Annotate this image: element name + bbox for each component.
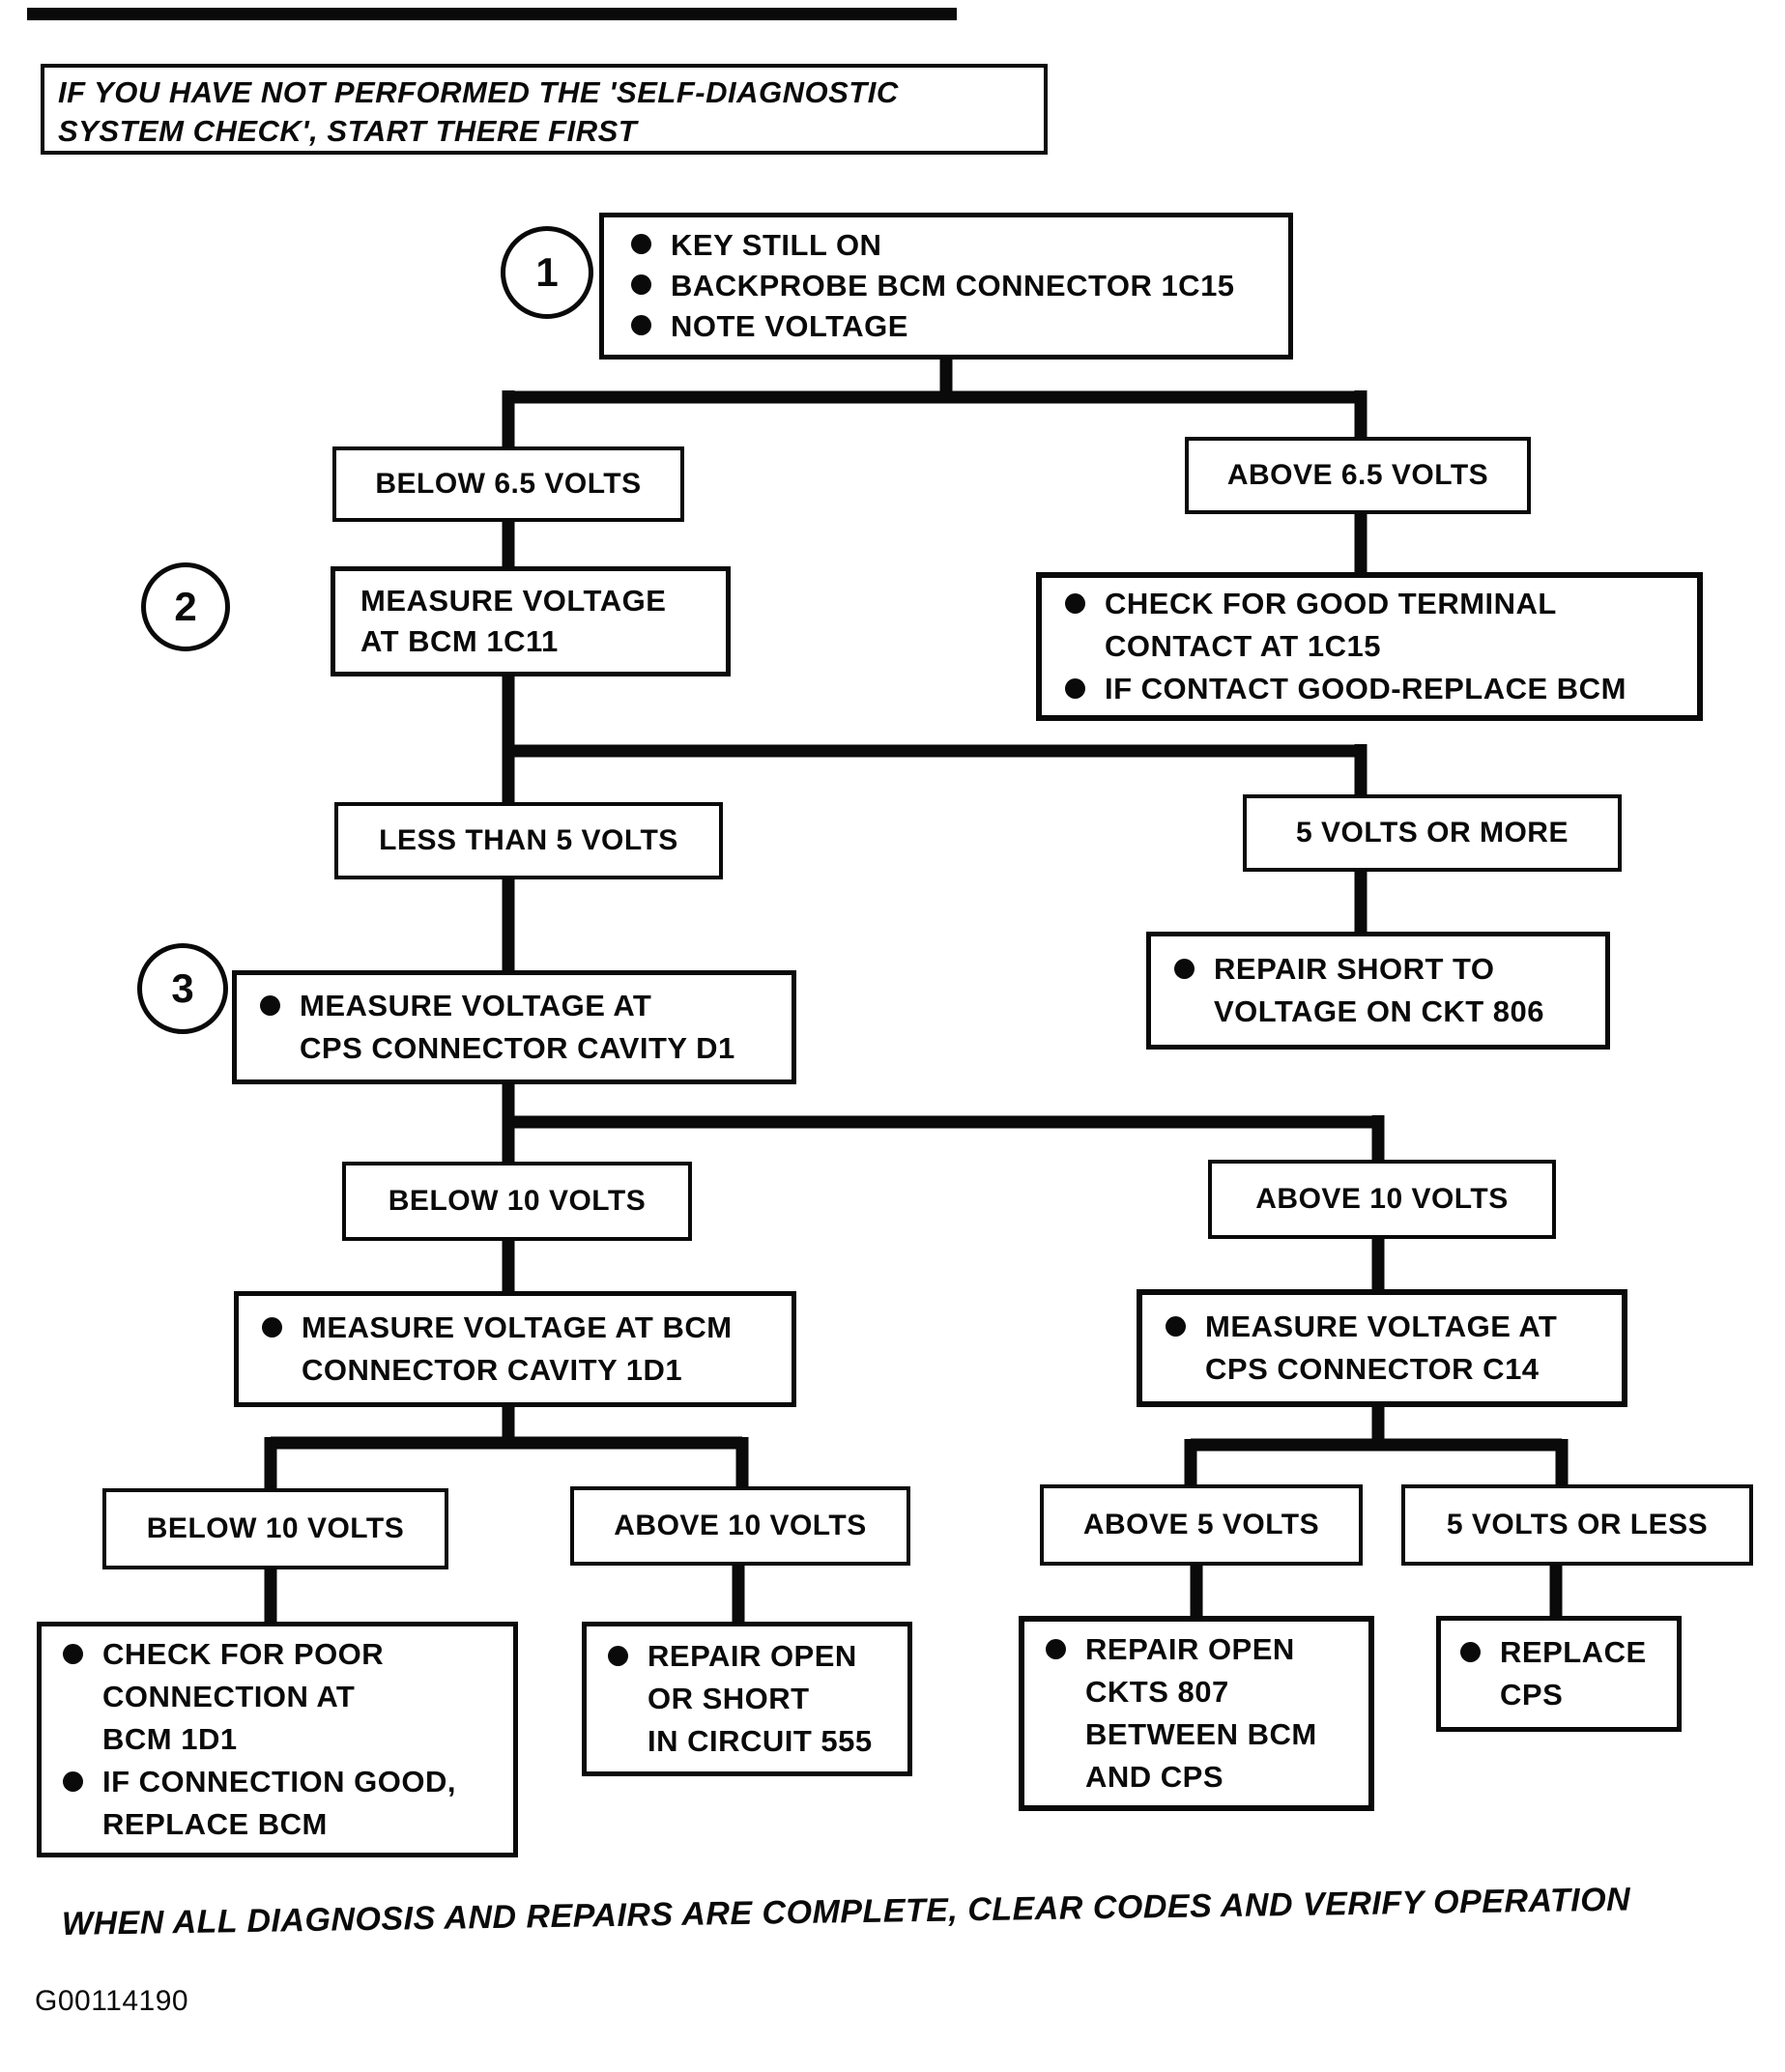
bullet-icon	[631, 274, 651, 295]
bullet-text: IF CONNECTION GOOD, REPLACE BCM	[102, 1765, 456, 1841]
bullet-item: REPAIR OPEN OR SHORT IN CIRCUIT 555	[608, 1635, 902, 1763]
bullet-item: MEASURE VOLTAGE AT CPS CONNECTOR CAVITY …	[260, 985, 784, 1070]
bullet-icon	[631, 234, 651, 254]
bullet-text: MEASURE VOLTAGE AT BCM CONNECTOR CAVITY …	[302, 1310, 733, 1387]
notice-box: IF YOU HAVE NOT PERFORMED THE 'SELF-DIAG…	[41, 64, 1048, 155]
bullet-text: MEASURE VOLTAGE AT CPS CONNECTOR C14	[1205, 1309, 1558, 1386]
bullet-text: REPAIR SHORT TO VOLTAGE ON CKT 806	[1214, 952, 1545, 1028]
bullet-text: NOTE VOLTAGE	[671, 309, 908, 343]
bullet-text: BACKPROBE BCM CONNECTOR 1C15	[671, 269, 1235, 302]
notice-text: IF YOU HAVE NOT PERFORMED THE 'SELF-DIAG…	[58, 75, 899, 148]
bullet-item: CHECK FOR GOOD TERMINAL CONTACT AT 1C15	[1065, 583, 1689, 668]
node-below-6-5-volts: BELOW 6.5 VOLTS	[332, 446, 684, 522]
node-below-10-volts-upper: BELOW 10 VOLTS	[342, 1162, 692, 1241]
bullet-icon	[1046, 1639, 1066, 1659]
node-check-terminal-contact: CHECK FOR GOOD TERMINAL CONTACT AT 1C15 …	[1036, 572, 1703, 721]
bullet-item: KEY STILL ON	[631, 225, 1281, 266]
step-marker-2: 2	[141, 562, 230, 651]
node-above-10-volts-upper: ABOVE 10 VOLTS	[1208, 1160, 1556, 1239]
bullet-icon	[1166, 1316, 1186, 1337]
node-less-than-5-volts: LESS THAN 5 VOLTS	[334, 802, 723, 879]
node-replace-cps: REPLACE CPS	[1436, 1616, 1682, 1732]
bullet-item: IF CONNECTION GOOD, REPLACE BCM	[63, 1761, 505, 1846]
bullet-icon	[63, 1771, 83, 1792]
node-measure-cps-cavity-d1: MEASURE VOLTAGE AT CPS CONNECTOR CAVITY …	[232, 970, 796, 1084]
figure-id: G00114190	[35, 1985, 189, 2017]
bullet-text: CHECK FOR GOOD TERMINAL CONTACT AT 1C15	[1105, 587, 1557, 663]
bullet-icon	[1065, 593, 1085, 614]
node-repair-circuit-555: REPAIR OPEN OR SHORT IN CIRCUIT 555	[582, 1622, 912, 1776]
bullet-item: BACKPROBE BCM CONNECTOR 1C15	[631, 266, 1281, 306]
node-5-volts-or-more: 5 VOLTS OR MORE	[1243, 794, 1622, 872]
node-measure-bcm-1c11: MEASURE VOLTAGE AT BCM 1C11	[331, 566, 731, 676]
bullet-item: IF CONTACT GOOD-REPLACE BCM	[1065, 668, 1689, 710]
step-marker-1: 1	[501, 226, 593, 319]
bullet-item: REPAIR OPEN CKTS 807 BETWEEN BCM AND CPS	[1046, 1628, 1363, 1799]
bullet-icon	[1460, 1642, 1481, 1662]
scan-top-rule	[27, 8, 957, 20]
bullet-text: REPAIR OPEN CKTS 807 BETWEEN BCM AND CPS	[1085, 1632, 1317, 1794]
footer-note: WHEN ALL DIAGNOSIS AND REPAIRS ARE COMPL…	[61, 1881, 1631, 1942]
bullet-item: MEASURE VOLTAGE AT BCM CONNECTOR CAVITY …	[262, 1307, 784, 1392]
bullet-item: MEASURE VOLTAGE AT CPS CONNECTOR C14	[1166, 1306, 1614, 1391]
bullet-text: MEASURE VOLTAGE AT CPS CONNECTOR CAVITY …	[300, 989, 735, 1065]
bullet-text: CHECK FOR POOR CONNECTION AT BCM 1D1	[102, 1637, 385, 1756]
bullet-item: REPLACE CPS	[1460, 1631, 1671, 1716]
bullet-item: NOTE VOLTAGE	[631, 306, 1281, 347]
bullet-text: REPLACE CPS	[1500, 1635, 1647, 1712]
bullet-item: CHECK FOR POOR CONNECTION AT BCM 1D1	[63, 1633, 505, 1761]
connector-step3-split	[502, 1079, 1385, 1169]
step-marker-3: 3	[137, 943, 228, 1034]
connector-measure1d1-split	[264, 1401, 749, 1494]
bullet-text: REPAIR OPEN OR SHORT IN CIRCUIT 555	[648, 1639, 873, 1758]
node-measure-cps-c14: MEASURE VOLTAGE AT CPS CONNECTOR C14	[1137, 1289, 1627, 1407]
bullet-icon	[63, 1644, 83, 1664]
bullet-icon	[1174, 959, 1195, 979]
bullet-icon	[631, 315, 651, 335]
node-above-10-volts-lower: ABOVE 10 VOLTS	[570, 1486, 910, 1566]
node-above-6-5-volts: ABOVE 6.5 VOLTS	[1185, 437, 1531, 514]
node-repair-ckts-807: REPAIR OPEN CKTS 807 BETWEEN BCM AND CPS	[1019, 1616, 1374, 1811]
bullet-icon	[260, 995, 280, 1016]
node-5-volts-or-less: 5 VOLTS OR LESS	[1401, 1484, 1753, 1566]
bullet-text: KEY STILL ON	[671, 228, 882, 262]
node-above-5-volts: ABOVE 5 VOLTS	[1040, 1484, 1363, 1566]
bullet-item: REPAIR SHORT TO VOLTAGE ON CKT 806	[1174, 948, 1598, 1033]
node-measure-bcm-cavity-1d1: MEASURE VOLTAGE AT BCM CONNECTOR CAVITY …	[234, 1291, 796, 1407]
connector-measurec14-split	[1184, 1401, 1569, 1490]
bullet-icon	[262, 1317, 282, 1338]
node-initial-checks: KEY STILL ON BACKPROBE BCM CONNECTOR 1C1…	[599, 213, 1293, 360]
bullet-text: IF CONTACT GOOD-REPLACE BCM	[1105, 672, 1627, 705]
node-below-10-volts-lower: BELOW 10 VOLTS	[102, 1488, 448, 1569]
node-repair-short-ckt-806: REPAIR SHORT TO VOLTAGE ON CKT 806	[1146, 932, 1610, 1050]
bullet-icon	[608, 1646, 628, 1666]
node-check-poor-connection: CHECK FOR POOR CONNECTION AT BCM 1D1 IF …	[37, 1622, 518, 1857]
bullet-icon	[1065, 678, 1085, 699]
node-label: MEASURE VOLTAGE AT BCM 1C11	[360, 584, 667, 658]
